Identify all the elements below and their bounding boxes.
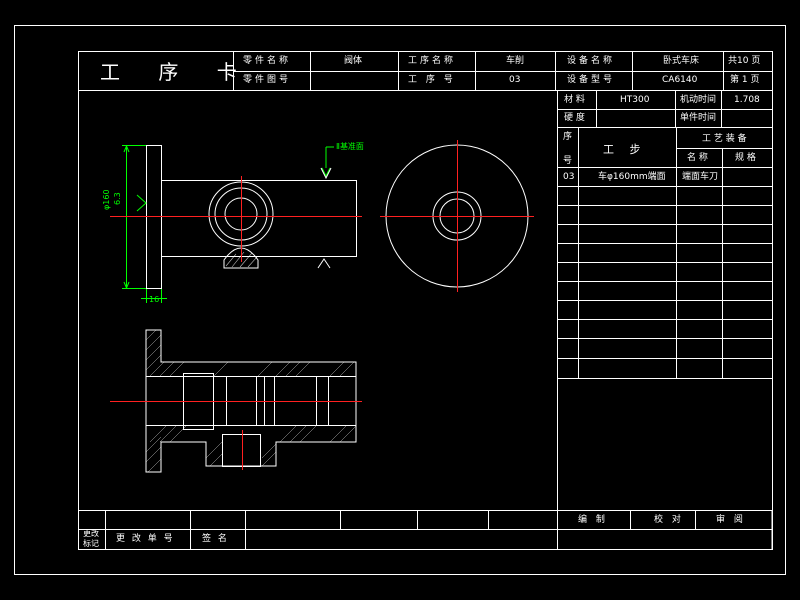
material-value: HT300 <box>620 95 650 105</box>
review-label: 审 阅 <box>716 515 746 525</box>
tool-name: 端面车刀 <box>682 172 719 182</box>
change-doc-label: 更 改 单 号 <box>116 534 175 544</box>
equipment-name-label: 设备名称 <box>567 56 616 66</box>
proofread-label: 校 对 <box>654 515 684 525</box>
process-no: 03 <box>509 75 521 85</box>
signature-label: 签 名 <box>202 534 229 544</box>
tool-spec-label: 规 格 <box>735 153 756 163</box>
unit-time-label: 单件时间 <box>680 113 717 123</box>
equipment-label: 工 艺 装 备 <box>702 134 747 144</box>
tool-name-label: 名 称 <box>687 153 708 163</box>
machine-time-label: 机动时间 <box>680 95 717 105</box>
seq-label-bottom: 号 <box>563 156 573 166</box>
process-name: 车削 <box>506 56 525 66</box>
change-mark-bottom: 标记 <box>83 539 99 548</box>
compile-label: 编 制 <box>578 515 608 525</box>
center-lines <box>110 140 534 470</box>
inner-border <box>78 51 773 550</box>
hardness-label: 硬 度 <box>564 113 585 123</box>
seq-label-top: 序 <box>563 132 573 142</box>
page-number: 第 1 页 <box>730 75 760 85</box>
step-seq: 03 <box>563 172 575 182</box>
material-label: 材 料 <box>564 95 585 105</box>
change-mark-top: 更改 <box>83 529 99 538</box>
dimension-lines <box>122 144 334 303</box>
datum-note: Ⅱ基准面 <box>336 142 364 151</box>
dim-width: 16 <box>149 295 160 304</box>
dim-roughness: 6.3 <box>113 192 122 205</box>
process-name-label: 工序名称 <box>408 56 457 66</box>
part-name-label: 零件名称 <box>243 56 292 66</box>
total-pages: 共10 页 <box>728 56 761 66</box>
equipment-model: CA6140 <box>662 75 698 85</box>
part-name: 阀体 <box>344 56 363 66</box>
part-drawing-label: 零件图号 <box>243 75 292 85</box>
card-title: 工 序 卡 <box>100 60 253 84</box>
step-description: 车φ160mm端面 <box>598 172 666 182</box>
section-hatching <box>145 329 357 473</box>
machine-time-value: 1.708 <box>734 95 760 105</box>
equipment-model-label: 设备型号 <box>567 75 616 85</box>
process-no-label: 工 序 号 <box>408 75 456 85</box>
outer-border <box>14 25 786 575</box>
step-label: 工 步 <box>603 143 647 156</box>
equipment-name: 卧式车床 <box>663 56 700 66</box>
dim-diameter: φ160 <box>102 189 111 210</box>
